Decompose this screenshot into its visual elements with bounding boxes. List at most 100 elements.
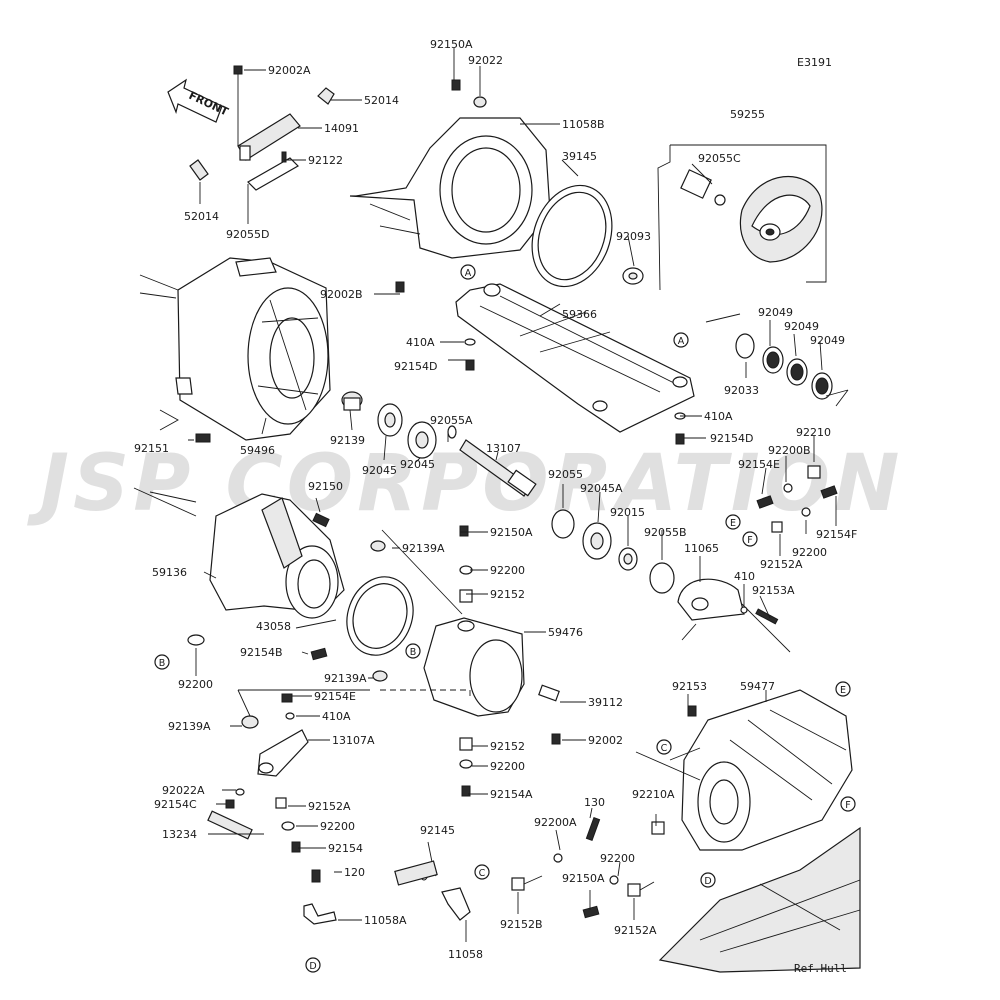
label-92210A: 92210A <box>632 788 675 801</box>
part-labels: 92002A 52014 14091 92122 52014 92055D 92… <box>134 38 857 975</box>
impeller-59255-part <box>680 169 823 263</box>
label-92139A-left: 92139A <box>168 720 211 733</box>
label-92210: 92210 <box>796 426 831 439</box>
label-11065: 11065 <box>684 542 719 555</box>
label-92151: 92151 <box>134 442 169 455</box>
label-52014-bottom: 52014 <box>184 210 219 223</box>
bolt-92154-part <box>291 841 301 853</box>
hull-fragment-part <box>658 826 861 973</box>
label-92200A: 92200A <box>534 816 577 829</box>
label-92093: 92093 <box>616 230 651 243</box>
washer-92200-l-part <box>187 634 205 646</box>
label-92055B: 92055B <box>644 526 687 539</box>
ring-43058-part <box>346 576 414 656</box>
bolt-92154F-part <box>820 485 838 499</box>
washer-92200B-part <box>783 483 793 493</box>
collar-92152A-b-part <box>627 883 641 897</box>
label-410: 410 <box>734 570 755 583</box>
jet-housing-59496-part <box>175 257 331 441</box>
joint-13234-part <box>207 810 253 840</box>
label-92154C: 92154C <box>154 798 197 811</box>
svg-text:C: C <box>479 868 486 879</box>
label-92022A: 92022A <box>162 784 205 797</box>
bushing-92139A-l-part <box>241 715 259 729</box>
o-ring-92055-part <box>551 509 575 539</box>
label-11058A: 11058A <box>364 914 407 927</box>
label-410A-right: 410A <box>704 410 733 423</box>
label-92150A-mid: 92150A <box>490 526 533 539</box>
label-92152B: 92152B <box>500 918 543 931</box>
duct-plate-59366-part <box>455 283 695 433</box>
label-92200-left2: 92200 <box>320 820 355 833</box>
callout-e-right: E <box>725 514 741 530</box>
label-92154: 92154 <box>328 842 363 855</box>
washer-92200-l2-part <box>281 821 295 831</box>
spring-92145-part <box>394 860 438 886</box>
o-ring-92055B-part <box>649 562 675 594</box>
bolt-92151-part <box>195 433 211 443</box>
fitting-92210A-part <box>651 821 665 835</box>
label-92022: 92022 <box>468 54 503 67</box>
label-59255: 59255 <box>730 108 765 121</box>
callout-f-bottom: F <box>840 796 856 812</box>
wear-ring-39145-part <box>531 184 613 288</box>
label-92049-a: 92049 <box>758 306 793 319</box>
label-14091: 14091 <box>324 122 359 135</box>
diagram-code: E3191 <box>797 56 832 69</box>
seals-92049-part <box>735 333 833 400</box>
label-92152A-left: 92152A <box>308 800 351 813</box>
svg-text:B: B <box>410 647 417 658</box>
label-52014-top: 52014 <box>364 94 399 107</box>
bearing-92045A-part <box>582 522 612 560</box>
label-92122: 92122 <box>308 154 343 167</box>
svg-text:F: F <box>845 800 850 811</box>
cap-11065-part <box>677 578 745 621</box>
drive-shaft-13107-part <box>447 425 537 497</box>
label-92200-mid1: 92200 <box>490 564 525 577</box>
label-92200-bottom: 92200 <box>600 852 635 865</box>
pin-120-part <box>311 869 321 883</box>
bolt-92150A-bot-part <box>582 905 600 919</box>
bolt-130-part <box>585 816 601 842</box>
bolt-92154E-part <box>756 495 774 509</box>
collar-92152A-r-part <box>771 521 783 533</box>
callout-b-left: B <box>154 654 170 670</box>
label-92152A-right: 92152A <box>760 558 803 571</box>
bolt-92154E-l-part <box>281 693 293 703</box>
label-92033: 92033 <box>724 384 759 397</box>
label-92153A: 92153A <box>752 584 795 597</box>
label-92154A: 92154A <box>490 788 533 801</box>
svg-text:D: D <box>704 876 711 887</box>
label-92154B: 92154B <box>240 646 283 659</box>
label-92150A-bottom: 92150A <box>562 872 605 885</box>
label-92152-mid2: 92152 <box>490 740 525 753</box>
bolt-92150A-mid-part <box>459 525 469 537</box>
bracket-11058-part <box>441 887 471 921</box>
label-92139: 92139 <box>330 434 365 447</box>
callout-a-top: A <box>460 264 476 280</box>
bracket-11058A-part <box>303 903 337 925</box>
svg-text:C: C <box>661 743 668 754</box>
label-11058B: 11058B <box>562 118 605 131</box>
label-130: 130 <box>584 796 605 809</box>
washer-92200A-part <box>553 853 563 863</box>
label-92150: 92150 <box>308 480 343 493</box>
label-92153: 92153 <box>672 680 707 693</box>
bushing-92139A-part <box>370 540 388 682</box>
collar-92152-part <box>459 589 473 751</box>
sensor-bracket-part <box>189 65 335 191</box>
label-92154D-right: 92154D <box>710 432 753 445</box>
label-39112: 39112 <box>588 696 623 709</box>
pump-cover-59477-part <box>681 689 853 851</box>
label-59477: 59477 <box>740 680 775 693</box>
collar-92152B-part <box>511 877 525 891</box>
callout-f-right: F <box>742 531 758 547</box>
svg-text:E: E <box>840 685 846 696</box>
label-92049-b: 92049 <box>784 320 819 333</box>
svg-text:F: F <box>747 535 752 546</box>
stator-59136-part <box>209 493 345 619</box>
label-92200-right: 92200 <box>792 546 827 559</box>
label-59366: 59366 <box>562 308 597 321</box>
label-92045-b: 92045 <box>400 458 435 471</box>
